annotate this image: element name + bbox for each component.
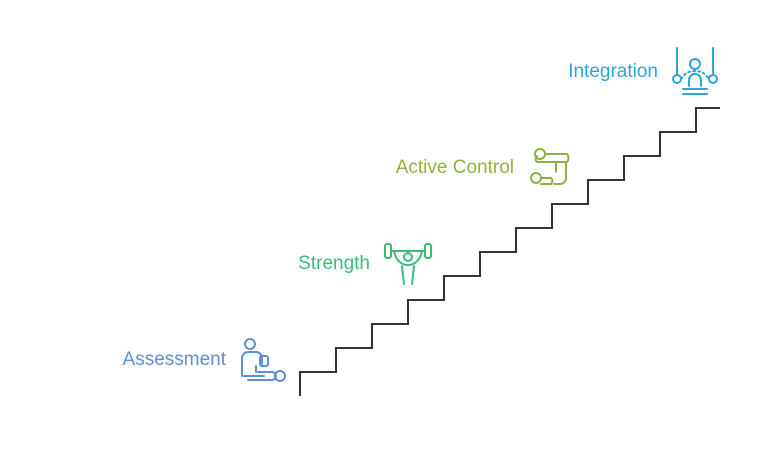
- step-label-assessment: Assessment: [122, 349, 226, 370]
- step-label-strength: Strength: [298, 253, 370, 274]
- step-label-active-control: Active Control: [395, 157, 514, 178]
- weightlifter-icon: [384, 243, 432, 285]
- gymnast-rings-icon: [672, 47, 718, 95]
- step-label-integration: Integration: [568, 61, 658, 82]
- therapist-patient-icon: [241, 338, 286, 382]
- plank-exercise-icon: [530, 148, 570, 185]
